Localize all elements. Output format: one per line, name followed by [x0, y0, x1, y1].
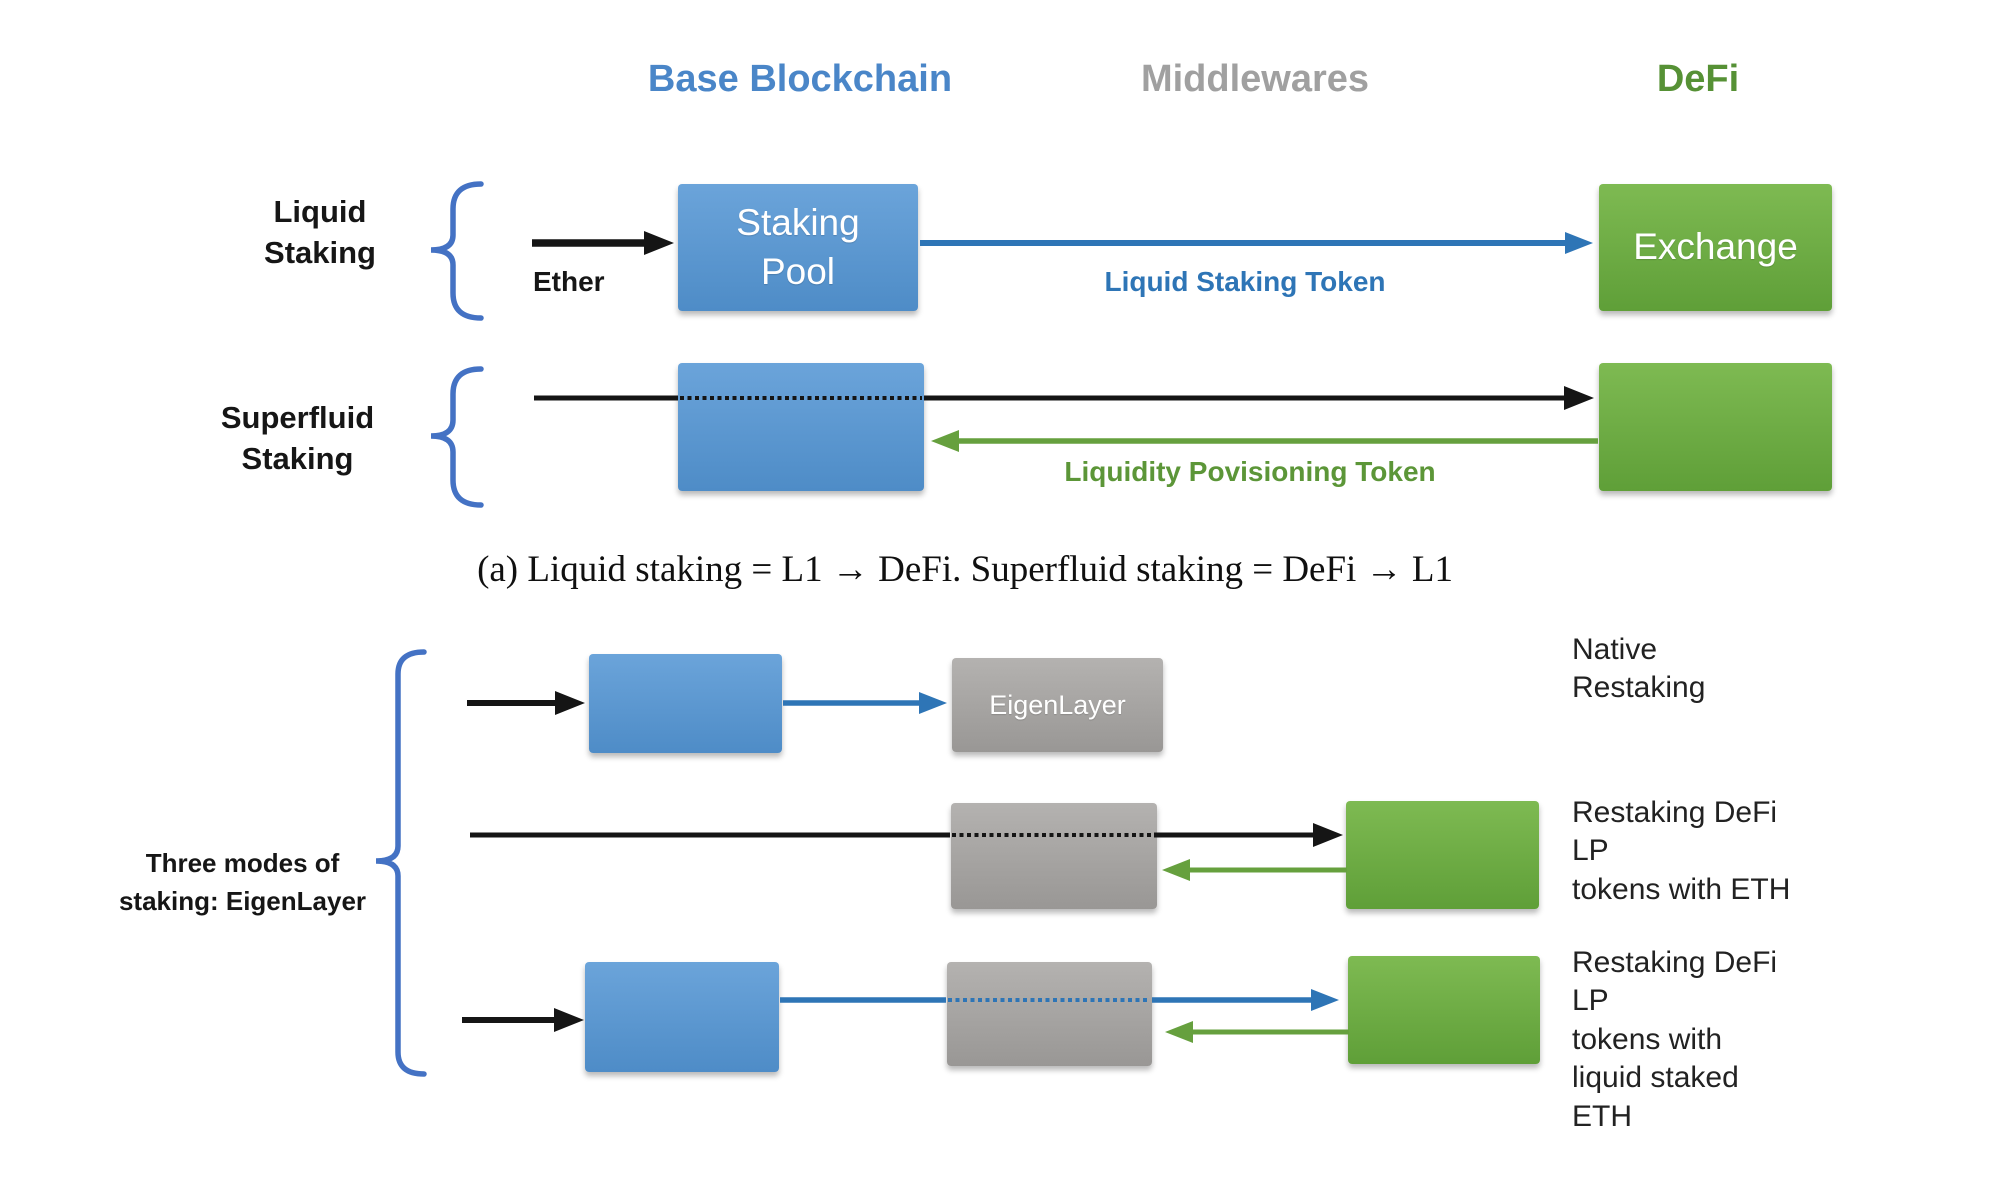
staking-pool-box: Staking Pool	[678, 184, 918, 311]
mode1-native-restaking-label: Native Restaking	[1572, 633, 1706, 705]
superfluid-staking-brace	[430, 366, 484, 508]
liquidity-provisioning-token-arrow-label: Liquidity Povisioning Token	[1064, 456, 1436, 487]
mode2-defi-box	[1346, 801, 1539, 909]
superfluid-exchange-box	[1599, 363, 1832, 491]
eigenlayer-box-label: EigenLayer	[989, 689, 1126, 720]
mode3-middleware-box	[947, 962, 1152, 1066]
ether-arrow-label: Ether	[533, 266, 605, 297]
liquid-staking-token-arrow-label: Liquid Staking Token	[1104, 266, 1386, 297]
mode3-restaking-defi-lp-liquid-staked-eth-label: Restaking DeFi LP tokens with liquid sta…	[1572, 946, 1778, 1133]
eigenlayer-box: EigenLayer	[952, 658, 1163, 752]
column-header-middlewares: Middlewares	[1140, 58, 1370, 100]
superfluid-staking-pool-box	[678, 363, 924, 491]
three-modes-bracket-label: Three modes of staking: EigenLayer	[118, 848, 367, 916]
mode2-middleware-box	[951, 803, 1157, 909]
column-header-base-blockchain: Base Blockchain	[647, 58, 953, 100]
mode3-defi-box	[1348, 956, 1540, 1064]
mode1-staking-pool-box	[589, 654, 782, 753]
staking-pool-box-label: Staking Pool	[736, 202, 860, 292]
mode3-staking-pool-box	[585, 962, 779, 1072]
column-header-defi: DeFi	[1656, 58, 1740, 100]
exchange-box-label: Exchange	[1633, 226, 1798, 268]
superfluid-staking-row-label: Superfluid Staking	[220, 400, 375, 476]
mode2-restaking-defi-lp-eth-label: Restaking DeFi LP tokens with ETH	[1572, 796, 1791, 906]
liquid-staking-brace	[430, 181, 484, 321]
exchange-box: Exchange	[1599, 184, 1832, 311]
liquid-staking-row-label: Liquid Staking	[264, 194, 376, 270]
figure-caption: (a) Liquid staking = L1 → DeFi. Superflu…	[477, 549, 1453, 590]
